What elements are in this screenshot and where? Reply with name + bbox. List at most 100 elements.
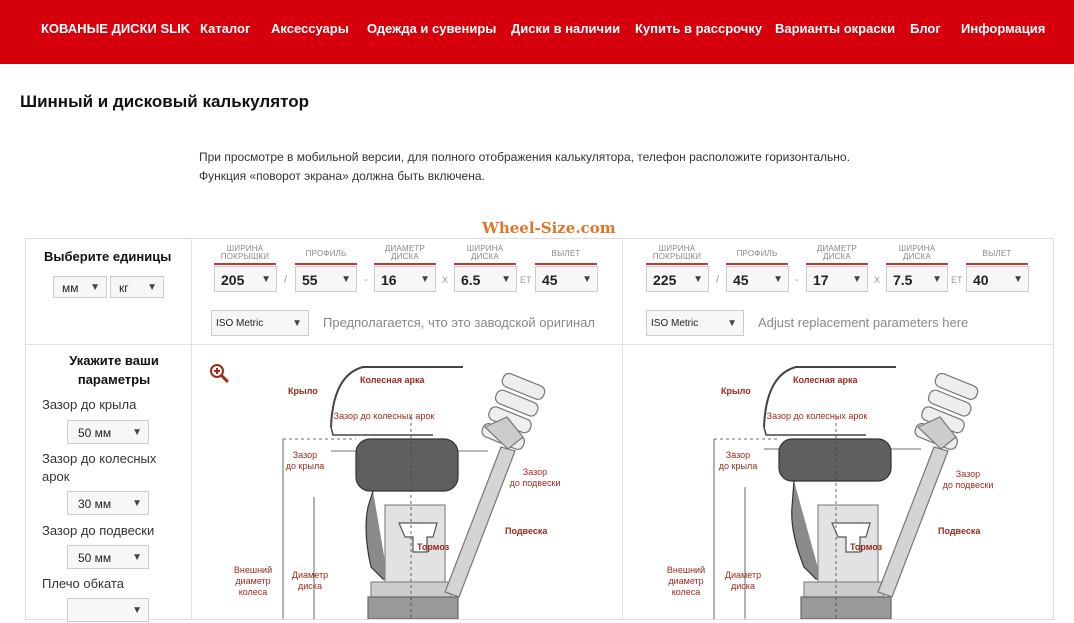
length-unit-value: мм <box>62 281 79 295</box>
nav-item-paint-options[interactable]: Варианты окраски <box>775 21 896 36</box>
calculator-panel: Выберите единицы мм ▼ кг ▼ ШИРИНА ПОКРЫШ… <box>25 238 1054 622</box>
label-susp-gap-1: Зазор <box>523 467 547 477</box>
replacement-offset-select[interactable]: 40 ▼ <box>966 266 1029 292</box>
tire-standard-select[interactable]: ISO Metric ▼ <box>211 310 309 336</box>
replacement-rim-diameter-select[interactable]: 17 ▼ <box>806 266 868 292</box>
top-navigation: КОВАНЫЕ ДИСКИ SLIK Каталог Аксессуары Од… <box>0 0 1074 64</box>
header-rim-width: ШИРИНА ДИСКА <box>466 244 504 261</box>
label-fender-gap-1: Зазор <box>726 450 750 460</box>
chevron-down-icon: ▼ <box>132 605 142 616</box>
label-rim-d-1: Диаметр <box>725 570 761 580</box>
separator-slash: / <box>284 274 288 286</box>
chevron-down-icon: ▼ <box>147 282 157 293</box>
header-offset: ВЫЛЕТ <box>982 249 1012 258</box>
nav-item-blog[interactable]: Блог <box>910 21 941 36</box>
label-rim-d-1: Диаметр <box>292 570 328 580</box>
wheel-size-logo[interactable]: Wheel-Size.com <box>482 219 616 237</box>
profile-value: 55 <box>302 272 318 288</box>
offset-value: 40 <box>973 272 989 288</box>
replacement-tire-standard-select[interactable]: ISO Metric▼ <box>646 310 744 336</box>
zoom-in-icon[interactable] <box>209 363 229 383</box>
chevron-down-icon: ▼ <box>132 498 142 509</box>
nav-item-in-stock[interactable]: Диски в наличии <box>511 21 621 36</box>
rim-width-value: 7.5 <box>893 272 913 288</box>
offset-select[interactable]: 45▼ <box>535 266 598 292</box>
nav-brand-link[interactable]: КОВАНЫЕ ДИСКИ SLIK <box>41 21 191 36</box>
fender-gap-value: 50 мм <box>78 426 112 440</box>
separator-x: X <box>442 275 449 285</box>
suspension-gap-value: 50 мм <box>78 551 112 565</box>
chevron-down-icon: ▼ <box>693 274 703 285</box>
label-fender-gap-1: Зазор <box>293 450 317 460</box>
replacement-profile-select[interactable]: 45 ▼ <box>726 266 789 292</box>
label-suspension: Подвеска <box>938 526 981 536</box>
nav-item-clothing[interactable]: Одежда и сувениры <box>367 21 497 36</box>
weight-unit-value: кг <box>119 281 129 295</box>
header-underline <box>214 263 276 265</box>
tire-standard-value: ISO Metric <box>216 318 264 329</box>
replacement-rim-width-select[interactable]: 7.5▼ <box>886 266 948 292</box>
units-title: Выберите единицы <box>44 249 172 264</box>
tire-width-select[interactable]: 205▼ <box>214 266 277 292</box>
chevron-down-icon: ▼ <box>1013 274 1023 285</box>
separator-et: ET <box>951 275 963 285</box>
shoulder-select[interactable]: ▼ <box>67 598 149 622</box>
header-underline <box>295 263 357 265</box>
header-profile: ПРОФИЛЬ <box>305 249 347 258</box>
original-hint: Предполагается, что это заводской оригин… <box>323 315 596 330</box>
label-outer-3: колеса <box>672 587 701 597</box>
diagram-labels: Крыло Колесная арка Зазор до колесных ар… <box>667 375 994 597</box>
label-arch-gap: Зазор до колесных арок <box>767 411 868 421</box>
suspension-gap-select[interactable]: 50 мм▼ <box>67 545 149 569</box>
label-wing: Крыло <box>288 386 318 396</box>
chevron-down-icon: ▼ <box>852 274 862 285</box>
label-suspension: Подвеска <box>505 526 548 536</box>
arch-gap-select[interactable]: 30 мм▼ <box>67 491 149 515</box>
page-title: Шинный и дисковый калькулятор <box>20 92 309 111</box>
rim-diameter-value: 17 <box>813 272 829 288</box>
label-susp-gap-2: до подвески <box>943 480 994 490</box>
nav-item-accessories[interactable]: Аксессуары <box>271 21 349 36</box>
rim-width-select[interactable]: 6.5▼ <box>454 266 517 292</box>
label-rim-d-2: диска <box>298 581 322 591</box>
header-underline <box>374 263 436 265</box>
chevron-down-icon: ▼ <box>773 274 783 285</box>
header-underline <box>806 263 868 265</box>
fender-gap-select[interactable]: 50 мм▼ <box>67 420 149 444</box>
label-outer-1: Внешний <box>234 565 272 575</box>
separator-x: X <box>874 275 881 285</box>
header-underline <box>886 263 948 265</box>
chevron-down-icon: ▼ <box>420 274 430 285</box>
weight-unit-select[interactable]: кг ▼ <box>110 276 164 298</box>
rim-diameter-select[interactable]: 16 ▼ <box>374 266 436 292</box>
diagram-labels: Крыло Колесная арка Зазор до колесных ар… <box>234 375 561 597</box>
label-outer-2: диаметр <box>235 576 270 586</box>
rim-diameter-value: 16 <box>381 272 397 288</box>
replacement-hint: Adjust replacement parameters here <box>758 315 969 330</box>
label-susp-gap-1: Зазор <box>956 469 980 479</box>
label-fender-gap-2: до крыла <box>719 461 757 471</box>
profile-value: 45 <box>733 272 749 288</box>
length-unit-select[interactable]: мм ▼ <box>53 276 107 298</box>
label-brake: Тормоз <box>850 542 883 552</box>
nav-item-catalog[interactable]: Каталог <box>200 21 251 36</box>
label-wheel-arch: Колесная арка <box>793 375 858 385</box>
chevron-down-icon: ▼ <box>292 318 302 329</box>
nav-item-installments[interactable]: Купить в рассрочку <box>635 21 763 36</box>
mobile-note-line-2: Функция «поворот экрана» должна быть вкл… <box>199 169 485 183</box>
chevron-down-icon: ▼ <box>90 282 100 293</box>
mobile-note-line-1: При просмотре в мобильной версии, для по… <box>199 150 850 164</box>
clearance-diagram-original: Крыло Колесная арка Зазор до колесных ар… <box>234 366 561 619</box>
replacement-tire-width-select[interactable]: 225▼ <box>646 266 709 292</box>
clearance-diagram-replacement: Крыло Колесная арка Зазор до колесных ар… <box>667 366 994 619</box>
rim-width-value: 6.5 <box>461 272 481 288</box>
label-fender-gap-2: до крыла <box>286 461 324 471</box>
separator-dash: - <box>364 274 368 286</box>
diagram-drawing <box>713 366 979 619</box>
nav-item-info[interactable]: Информация <box>961 21 1046 36</box>
chevron-down-icon: ▼ <box>727 318 737 329</box>
header-underline <box>454 263 516 265</box>
column-divider <box>622 239 623 619</box>
profile-select[interactable]: 55▼ <box>295 266 357 292</box>
fender-gap-label: Зазор до крыла <box>42 397 137 412</box>
